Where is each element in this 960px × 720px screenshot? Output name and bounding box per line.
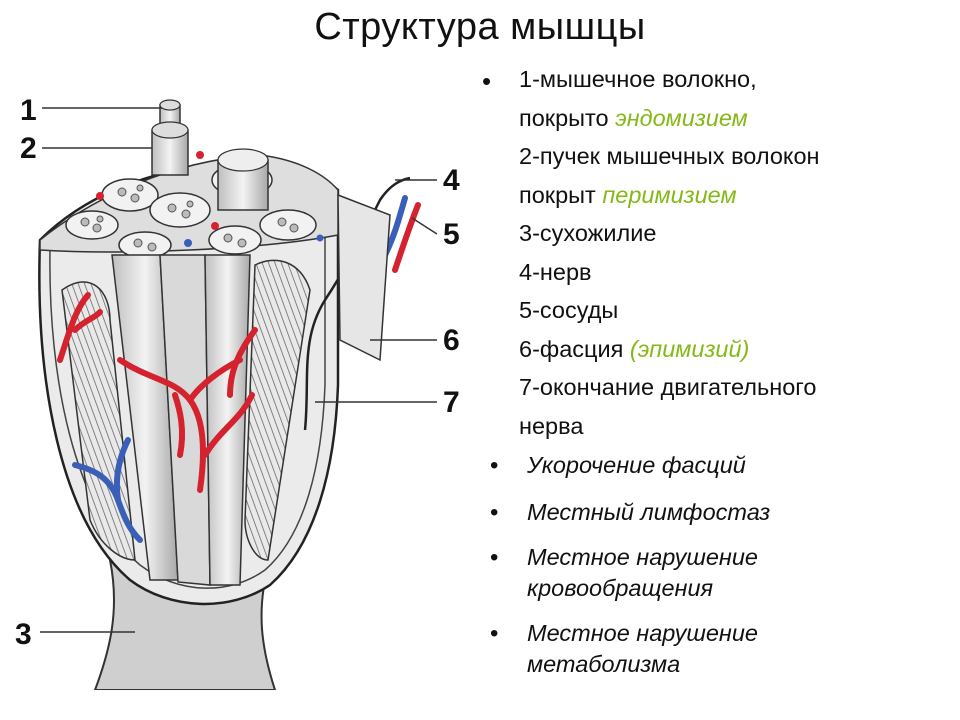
label-2: 2 [20,132,37,165]
legend-line: 6-фасция (эпимизий) [519,335,750,362]
label-3: 3 [15,618,32,651]
muscle-structure-diagram [38,99,438,690]
label-6: 6 [443,324,460,357]
highlight-endomysium: эндомизием [615,104,748,131]
label-5: 5 [443,218,460,251]
bullet-dot: • [490,544,499,571]
legend-bullet: • [482,66,492,96]
bullet-item: • Местное нарушение метаболизма [490,620,758,677]
label-7: 7 [443,386,460,419]
bullet-dot: • [490,499,499,526]
legend-line: покрыто эндомизием [519,104,748,131]
legend-line: 3-сухожилие [519,220,657,246]
legend-line: 1-мышечное волокно, [519,66,757,92]
legend-line: 5-сосуды [519,297,619,323]
highlight-epimysium: (эпимизий) [629,335,750,362]
legend-line: 7-окончание двигательного [519,374,817,400]
bullet-dot: • [490,620,499,647]
legend: 1-мышечное волокно, покрыто эндомизием 2… [519,60,949,445]
slide-title: Структура мышцы [314,6,646,48]
legend-line: 2-пучек мышечных волокон [519,143,820,169]
legend-line: нерва [519,412,584,439]
fiber-bundle-protruding [151,129,189,176]
bullet-item: • Укорочение фасций [490,452,746,479]
legend-line: покрыт перимизием [519,181,737,208]
highlight-perimysium: перимизием [602,181,737,208]
label-4: 4 [443,164,460,197]
legend-line: 4-нерв [519,258,592,285]
bullet-item: • Местное нарушение кровообращения [490,544,758,601]
label-1: 1 [20,94,37,127]
bullet-dot: • [490,452,499,479]
bullet-item: • Местный лимфостаз [490,499,771,526]
bullet-list: • Укорочение фасций • Местный лимфостаз … [490,450,940,680]
